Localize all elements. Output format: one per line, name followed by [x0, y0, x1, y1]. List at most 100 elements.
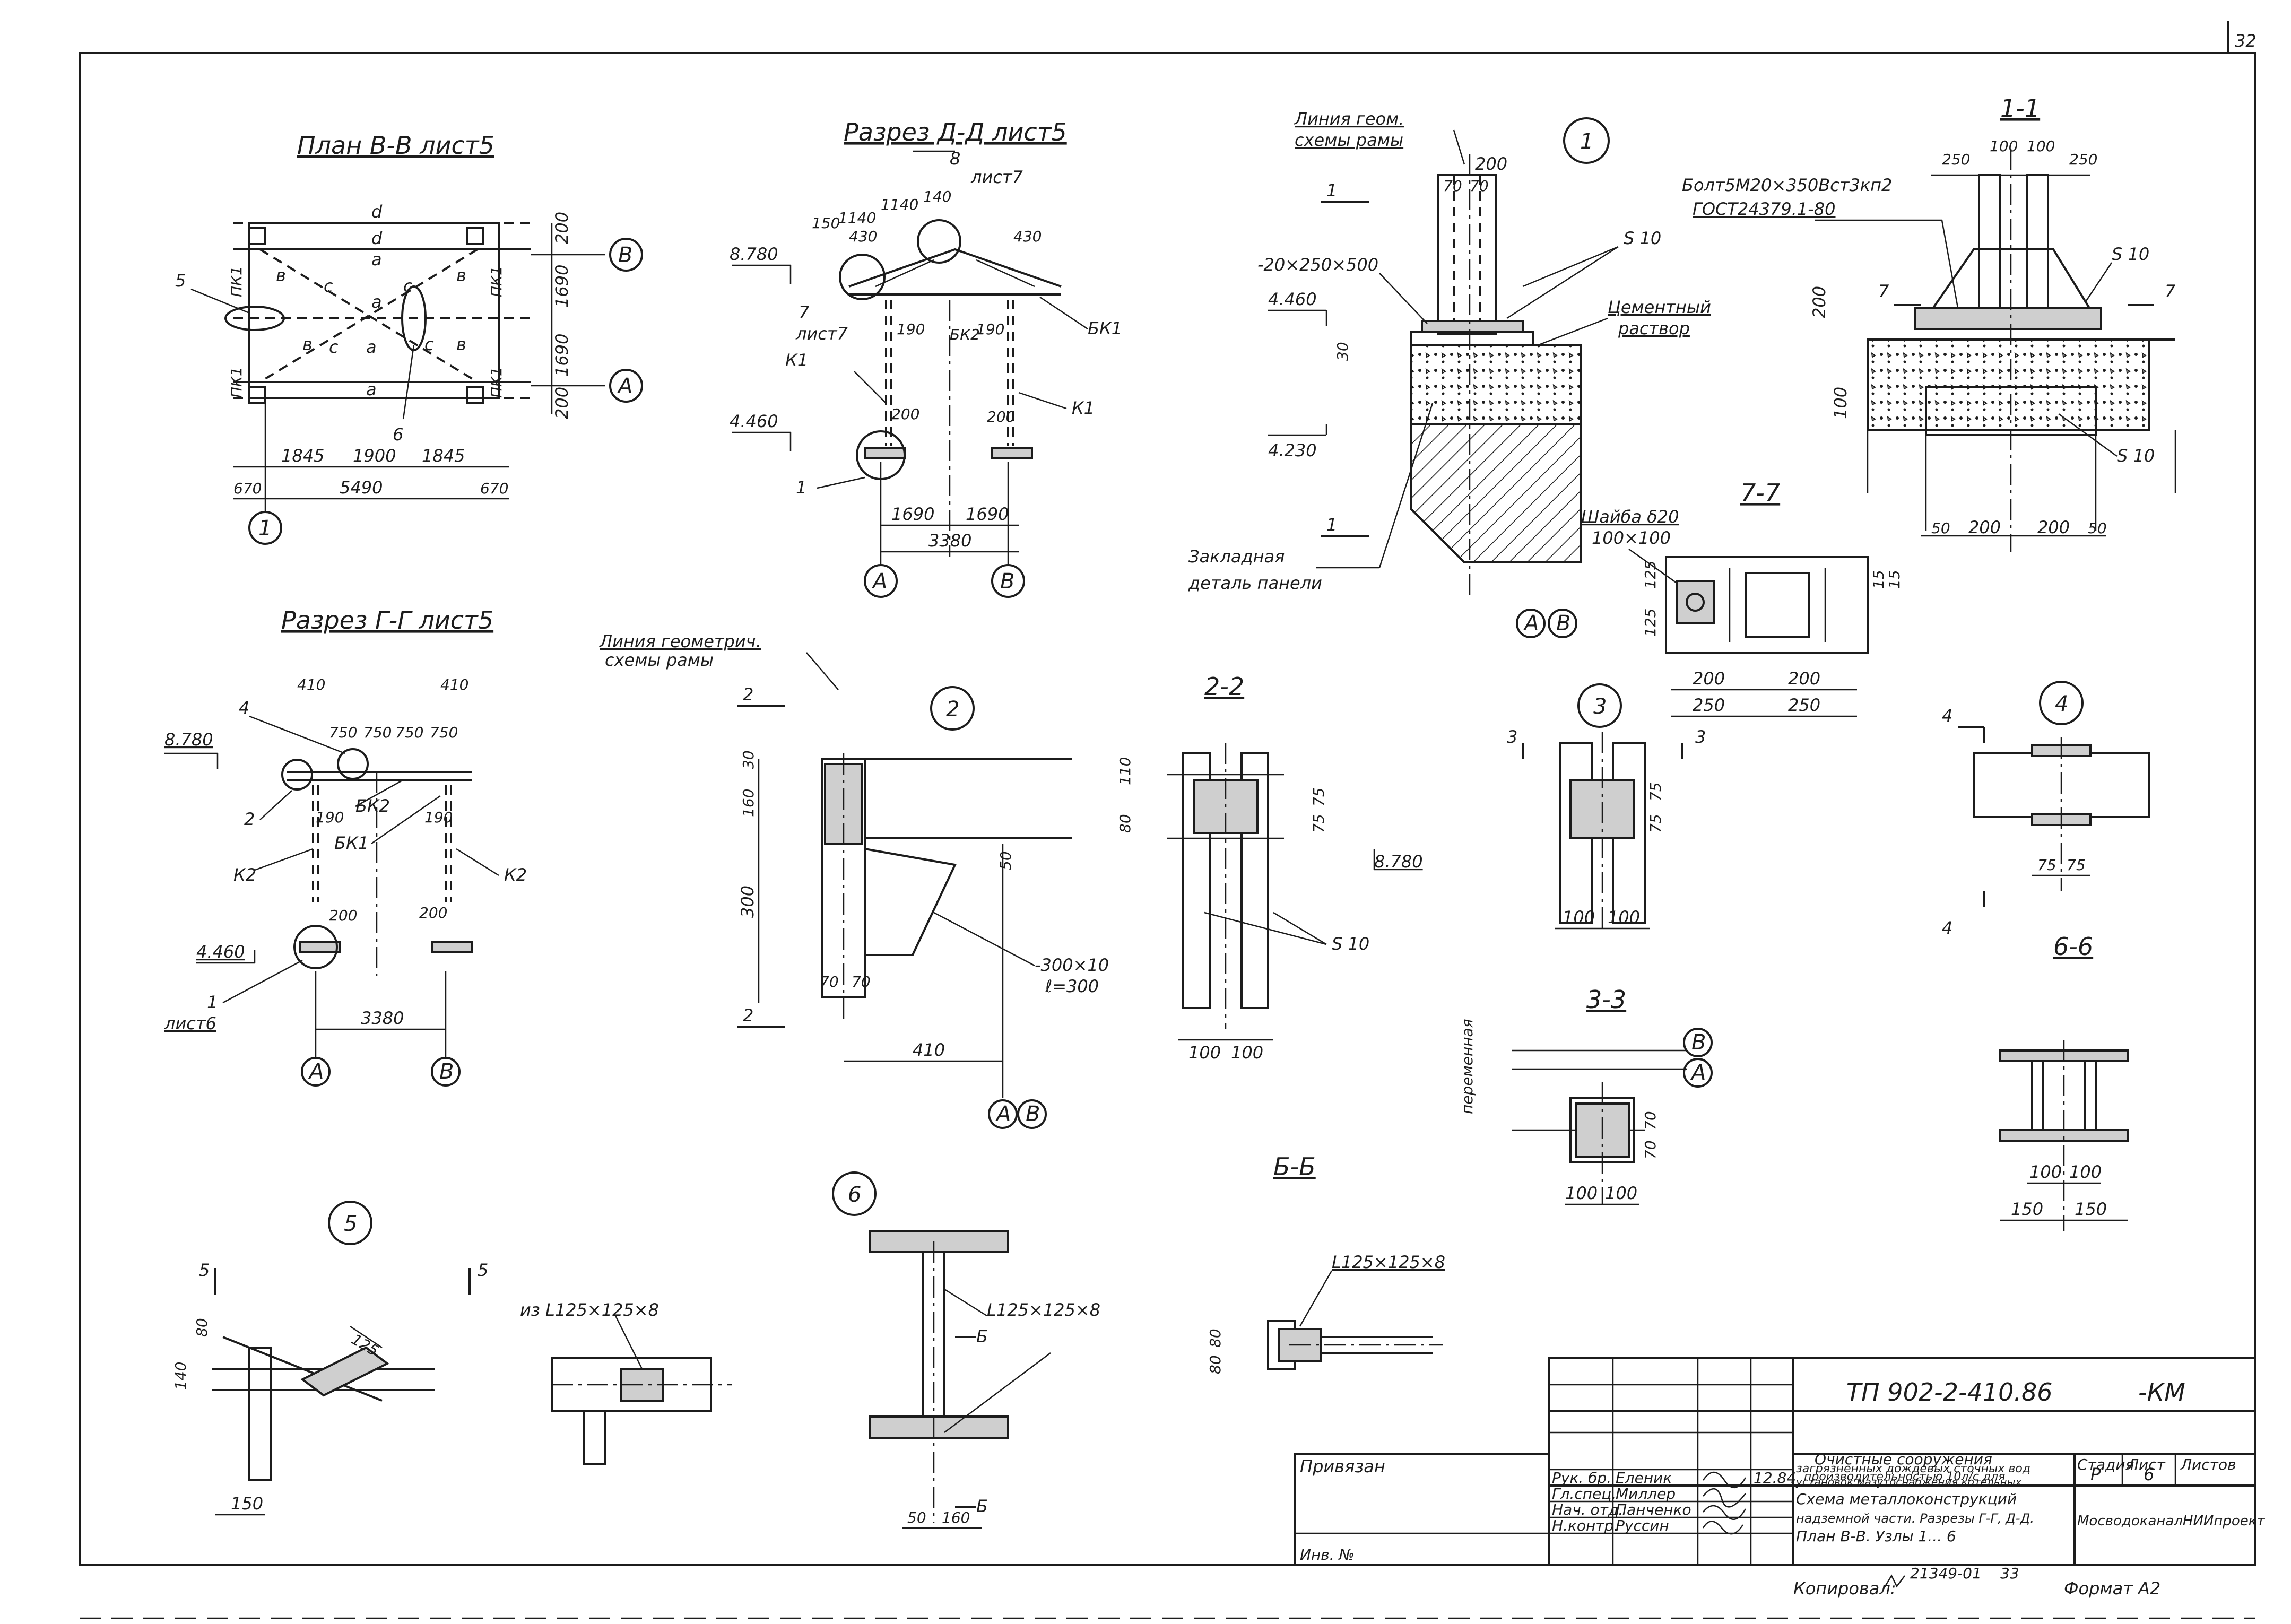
signature-4 — [1702, 1521, 1744, 1535]
drawing-label: 100 — [1605, 1183, 1637, 1203]
drawing-label: 80 — [1207, 1328, 1224, 1348]
drawing-label: 1690 — [552, 265, 572, 308]
drawing-label: 410 — [297, 676, 325, 693]
drawing-label: 1 — [207, 992, 218, 1012]
drawing-label: 750 — [329, 724, 357, 741]
section-2-2-title: 2-2 — [1204, 672, 1244, 701]
axis-bubble-1: 1 — [248, 511, 282, 545]
drawing-label: 150 — [812, 214, 840, 232]
drawing-label: 1 — [258, 516, 272, 541]
drawing-label: 200 — [329, 907, 357, 924]
section-2-2-view: 2-2 110 80 75 75 8.780 S 10 100 100 — [1116, 672, 1423, 1063]
drawing-label: 4 — [1942, 918, 1952, 938]
drawing-label: 1845 — [281, 446, 324, 466]
drawing-label: План В-В. Узлы 1... 6 — [1796, 1527, 1956, 1545]
drawing-label: 5490 — [340, 477, 383, 498]
drawing-label: 1690 — [966, 504, 1009, 524]
drawing-label: 15 — [1886, 570, 1903, 589]
drawing-label: 4.460 — [730, 411, 778, 431]
drawing-label: 200 — [2037, 517, 2070, 537]
drawing-label: с — [403, 276, 413, 296]
drawing-label: 7 — [1878, 281, 1889, 301]
drawing-label: лист6 — [164, 1013, 216, 1034]
drawing-label: БК1 — [1088, 318, 1122, 338]
drawing-label: К2 — [233, 865, 256, 885]
drawing-label: L125×125×8 — [1332, 1252, 1445, 1272]
drawing-label: 70 — [1642, 1140, 1659, 1159]
drawing-label: Шайба δ20 — [1581, 507, 1679, 527]
drawing-label: Миллер — [1616, 1485, 1676, 1503]
drawing-label: Закладная — [1188, 546, 1285, 567]
drawing-label: 200 — [891, 405, 919, 423]
drawing-label: 70 — [820, 973, 839, 991]
drawing-label: 5 — [344, 1212, 357, 1236]
drawing-label: 75 — [2037, 856, 2056, 874]
title-block: ТП 902-2-410.86 -КМ Привязан Инв. № Рук.… — [1294, 1357, 2265, 1599]
drawing-label: 1 — [1580, 129, 1593, 154]
drawing-label: 75 — [2067, 856, 2086, 874]
node-5-view: 5 5 5 80 140 125 150 из L125×125×8 — [172, 1201, 732, 1516]
drawing-label: 15 — [1870, 570, 1887, 589]
drawing-label: К2 — [504, 865, 527, 885]
section-dd-view: Разрез Д-Д лист5 8 лист7 8.780 4.460 7 л… — [730, 118, 1122, 598]
drawing-label: Б — [976, 1496, 988, 1516]
drawing-label: ПК1 — [488, 266, 505, 297]
plan-vv-title: План В-В лист5 — [297, 131, 494, 160]
drawing-label: 4.230 — [1268, 440, 1317, 461]
drawing-label: 200 — [552, 387, 572, 419]
drawing-label: А — [995, 1102, 1011, 1126]
drawing-label: S 10 — [1624, 228, 1661, 248]
drawing-label: 750 — [395, 724, 423, 741]
drawing-label: 70 — [1642, 1111, 1659, 1130]
drawing-label: 8.780 — [164, 730, 213, 750]
drawing-label: 250 — [2069, 151, 2097, 168]
axis-bubble-b: В — [609, 238, 643, 272]
drawing-label: лист7 — [795, 324, 848, 344]
drawing-label: 200 — [1475, 154, 1507, 174]
drawing-label: Линия геометрич. — [599, 631, 761, 652]
drawing-code: ТП 902-2-410.86 — [1846, 1378, 2053, 1406]
drawing-label: 4.460 — [196, 942, 245, 962]
drawing-label: В — [1026, 1102, 1040, 1126]
drawing-label: Лист — [2127, 1456, 2166, 1473]
drawing-label: с — [424, 334, 434, 354]
section-bb-title: Б-Б — [1273, 1152, 1316, 1181]
drawing-label: 30 — [740, 750, 757, 769]
drawing-label: В — [1000, 569, 1014, 594]
drawing-label: надземной части. Разрезы Г-Г, Д-Д. — [1796, 1511, 2034, 1526]
drawing-label: 190 — [424, 809, 453, 826]
drawing-label: 100 — [1563, 907, 1595, 927]
drawing-label: В — [1691, 1030, 1706, 1055]
section-gg-view: Разрез Г-Г лист5 8.780 4.460 4 2 1 лист6… — [164, 606, 527, 1087]
drawing-label: 250 — [1788, 695, 1820, 715]
drawing-label: 1140 — [881, 196, 918, 213]
section-gg-title: Разрез Г-Г лист5 — [281, 606, 493, 635]
drawing-label: 1900 — [353, 446, 396, 466]
drawing-label: 1 — [1326, 515, 1337, 535]
drawing-label: 5 — [478, 1260, 488, 1280]
drawing-label: Стадия — [2077, 1456, 2134, 1473]
drawing-label: 250 — [1693, 695, 1725, 715]
drawing-label: Руссин — [1616, 1517, 1669, 1534]
drawing-label: Нач. отд. — [1552, 1501, 1623, 1518]
drawing-label: 100 — [1830, 387, 1851, 419]
inv-number: Инв. № — [1300, 1546, 1355, 1564]
drawing-label: Очистные сооружения — [1815, 1451, 1992, 1468]
section-dd-title: Разрез Д-Д лист5 — [844, 118, 1067, 146]
drawing-label: a — [366, 379, 377, 400]
drawing-label: 2 — [244, 809, 255, 829]
drawing-label: 1 — [796, 477, 806, 498]
drawing-label: Линия геом. — [1294, 109, 1404, 129]
drawing-label: S 10 — [1332, 934, 1369, 954]
drawing-label: в — [276, 265, 286, 285]
drawing-label: 190 — [976, 320, 1004, 338]
drawing-label: В — [618, 243, 632, 267]
drawing-label: 200 — [1809, 286, 1829, 318]
drawing-label: -300×10 — [1035, 955, 1109, 975]
drawing-label: 100 — [1188, 1043, 1221, 1063]
section-6-6-view: 6-6 100 100 150 150 — [1999, 932, 2129, 1231]
drawing-label: 200 — [1788, 668, 1820, 689]
drawing-label: 80 — [1116, 814, 1134, 833]
drawing-label: 125 — [1642, 561, 1659, 589]
drawing-label: в — [302, 334, 313, 354]
